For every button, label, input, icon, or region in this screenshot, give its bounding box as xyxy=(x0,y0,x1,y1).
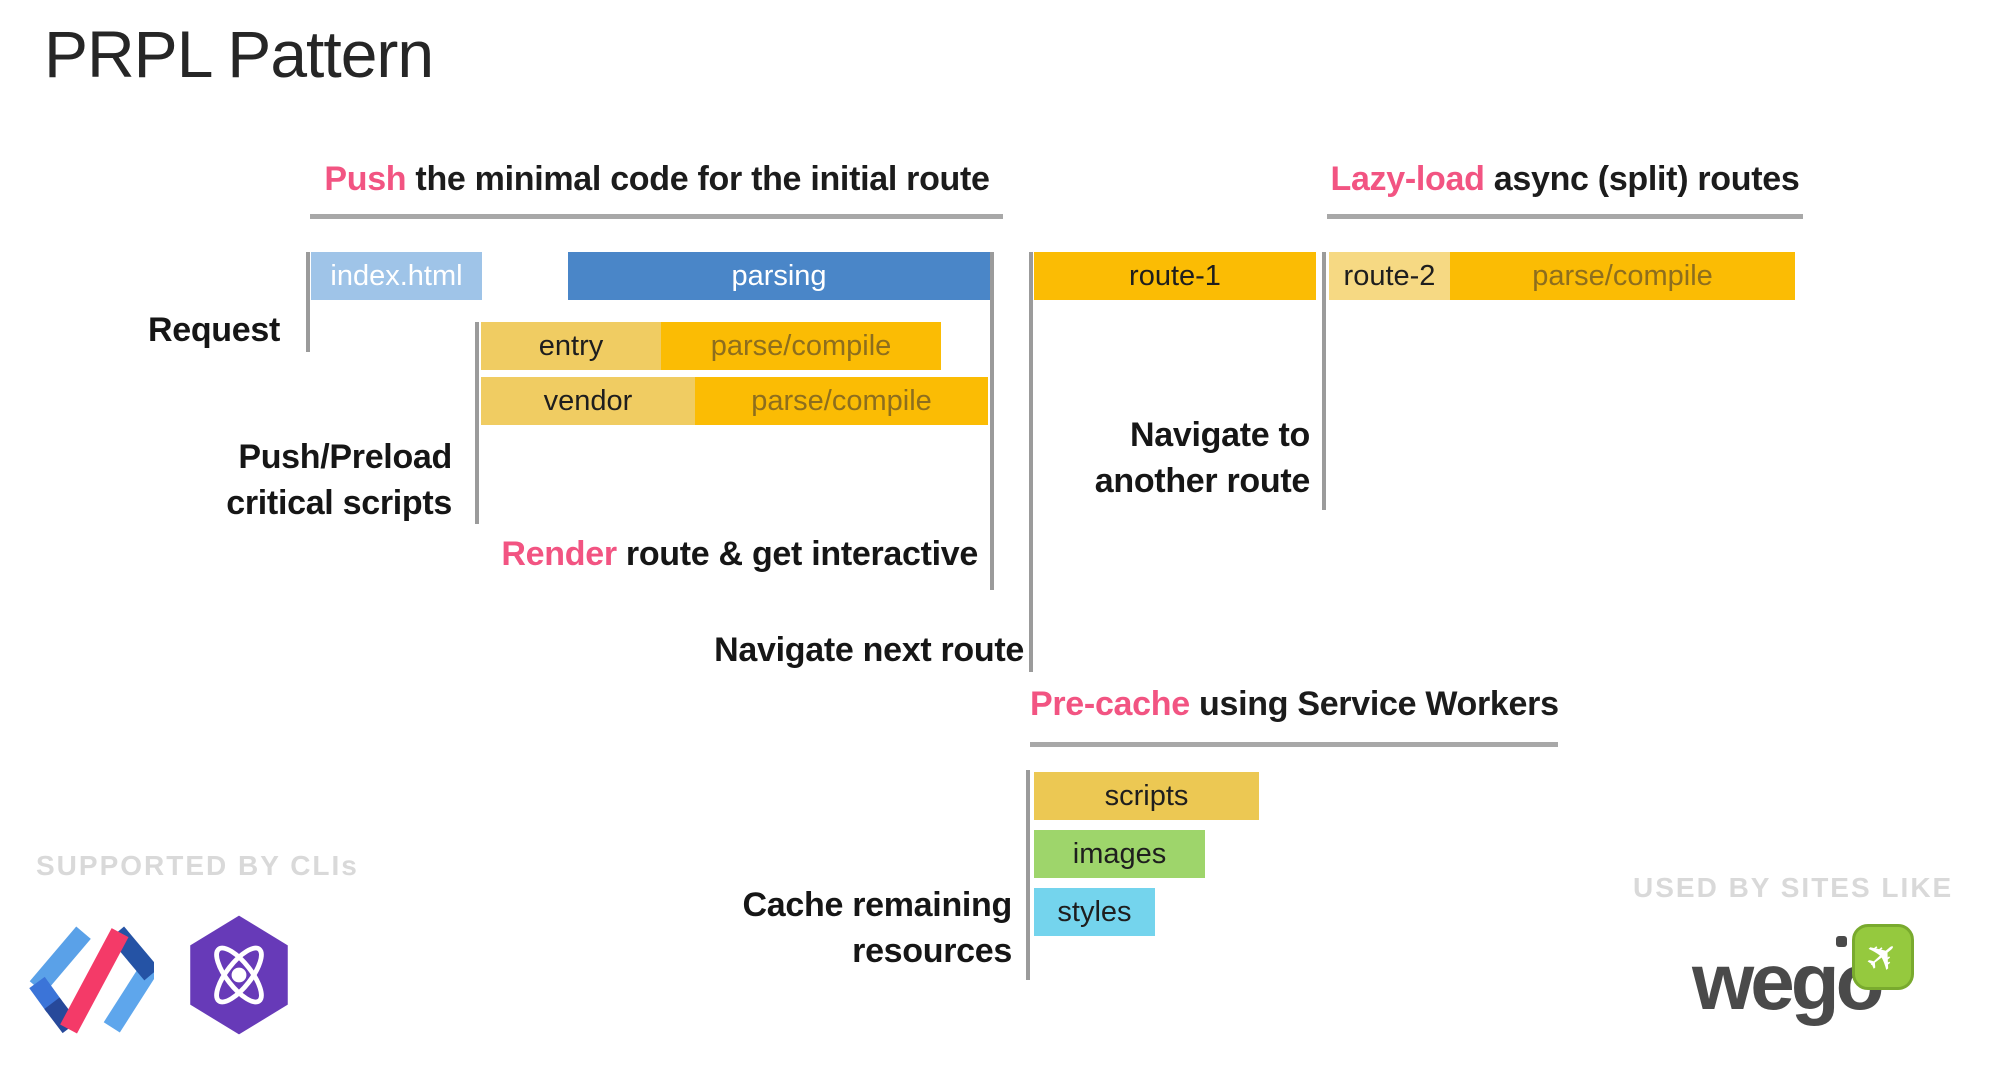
polymer-logo-icon xyxy=(28,926,159,1034)
request-marker-line xyxy=(306,252,310,352)
push-heading: Push the minimal code for the initial ro… xyxy=(310,160,1004,199)
wego-dot xyxy=(1836,936,1847,947)
navigate-another-marker-line xyxy=(1322,252,1326,510)
push-preload-marker-line xyxy=(475,322,479,524)
preact-logo-icon xyxy=(186,912,292,1038)
bar-index-html-label: index.html xyxy=(311,252,482,300)
bar-images: images xyxy=(1034,830,1205,878)
lazy-load-heading-rest: async (split) routes xyxy=(1484,160,1800,198)
navigate-next-label: Navigate next route xyxy=(714,631,1024,669)
navigate-another-label-line2: another route xyxy=(1094,462,1311,500)
cache-marker-line xyxy=(1026,770,1030,980)
precache-underline xyxy=(1030,742,1558,747)
bar-scripts: scripts xyxy=(1034,772,1259,820)
bar-route-1-label: route-1 xyxy=(1034,252,1316,300)
bar-route-2-label: route-2 xyxy=(1329,252,1450,300)
render-heading-highlight: Render xyxy=(501,535,617,573)
supported-by-clis-caption: SUPPORTED BY CLIs xyxy=(36,850,359,881)
bar-parsing: parsing xyxy=(568,252,990,300)
precache-heading-rest: using Service Workers xyxy=(1189,685,1559,723)
wego-logo: wego ✈ xyxy=(1692,924,1914,1022)
bar-route-1: route-1 xyxy=(1034,252,1316,300)
bar-vendor-parse-compile: parse/compile xyxy=(695,377,988,425)
bar-styles-label: styles xyxy=(1034,888,1155,936)
bar-parsing-label: parsing xyxy=(568,252,990,300)
used-by-sites-caption: USED BY SITES LIKE xyxy=(1633,872,1954,903)
cache-remaining-label: Cache remaining resources xyxy=(712,882,1013,974)
navigate-another-label: Navigate to another route xyxy=(1010,412,1311,504)
push-heading-rest: the minimal code for the initial route xyxy=(406,160,990,198)
cache-remaining-label-line1: Cache remaining xyxy=(742,886,1013,924)
render-heading-rest: route & get interactive xyxy=(616,535,978,573)
bar-images-label: images xyxy=(1034,830,1205,878)
render-marker-line xyxy=(990,252,994,590)
page-title: PRPL Pattern xyxy=(44,17,434,91)
push-preload-label-line2: critical scripts xyxy=(226,484,452,522)
lazy-load-heading: Lazy-load async (split) routes xyxy=(1327,160,1803,199)
lazy-load-underline xyxy=(1327,214,1803,219)
request-label: Request xyxy=(147,311,280,349)
precache-heading: Pre-cache using Service Workers xyxy=(1030,685,1559,724)
push-underline xyxy=(310,214,1003,219)
bar-entry: entry parse/compile xyxy=(481,322,941,370)
bar-vendor-label: vendor xyxy=(481,377,695,425)
bar-index-html: index.html xyxy=(311,252,482,300)
cache-remaining-label-line2: resources xyxy=(852,932,1012,970)
render-heading: Render route & get interactive xyxy=(378,531,978,577)
bar-route-2-parse-compile: parse/compile xyxy=(1450,252,1795,300)
navigate-another-label-line1: Navigate to xyxy=(1130,416,1310,454)
wego-plane-icon: ✈ xyxy=(1852,924,1914,990)
plane-glyph: ✈ xyxy=(1856,929,1910,985)
bar-scripts-label: scripts xyxy=(1034,772,1259,820)
navigate-next-marker-line xyxy=(1029,252,1033,672)
push-preload-label: Push/Preload critical scripts xyxy=(152,434,452,526)
precache-heading-highlight: Pre-cache xyxy=(1030,685,1190,723)
bar-entry-parse-compile: parse/compile xyxy=(661,322,941,370)
bar-entry-label: entry xyxy=(481,322,661,370)
bar-vendor: vendor parse/compile xyxy=(481,377,988,425)
push-preload-label-line1: Push/Preload xyxy=(238,438,452,476)
bar-route-2: route-2 parse/compile xyxy=(1329,252,1795,300)
push-heading-highlight: Push xyxy=(324,160,407,198)
bar-styles: styles xyxy=(1034,888,1155,936)
lazy-load-heading-highlight: Lazy-load xyxy=(1330,160,1485,198)
